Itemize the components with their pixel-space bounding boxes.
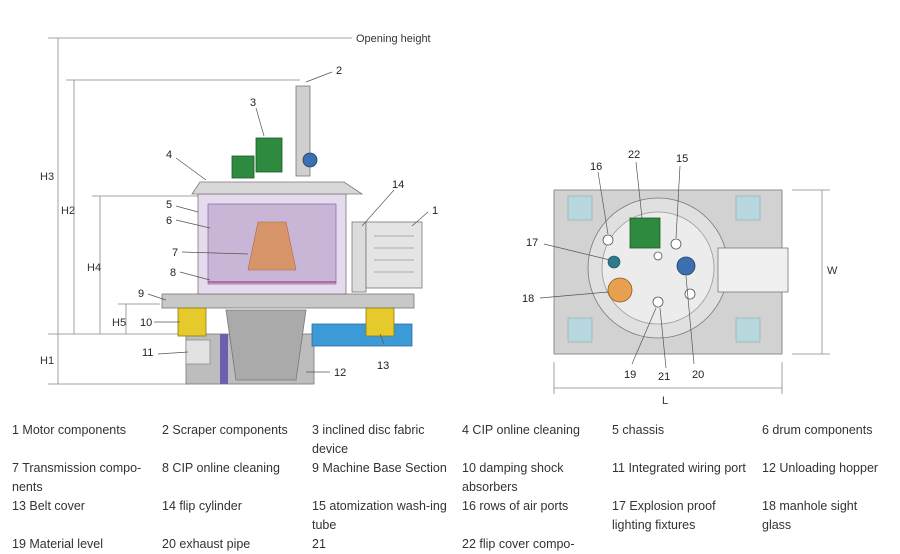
callout-5: 5: [166, 199, 172, 211]
legend-item: 2 Scraper components: [162, 423, 288, 437]
lid: [191, 181, 364, 195]
callout-3: 3: [250, 97, 256, 109]
wash-tube: [670, 238, 682, 250]
manhole-sight-glass: [607, 277, 633, 303]
legend-item: 22 flip cover compo-: [462, 537, 575, 551]
legend-item: 16 rows of air ports: [462, 499, 569, 513]
legend-item: 7 Transmission compo-nents: [12, 461, 142, 494]
dim-h2: H2: [61, 205, 75, 217]
legend-item: 6 drum components: [762, 423, 873, 437]
corner-pad: [567, 195, 593, 221]
legend-item: 18 manhole sight glass: [762, 499, 858, 532]
flip-cylinder: [351, 221, 367, 293]
legend-item: 8 CIP online cleaning: [162, 461, 280, 475]
belt-cover: [311, 323, 413, 347]
legend-item: 20 exhaust pipe: [162, 537, 251, 551]
center-port: [653, 251, 663, 261]
damper-right: [365, 307, 395, 337]
legend-item: 14 flip cylinder: [162, 499, 242, 513]
callout-17: 17: [526, 237, 538, 249]
callout-8: 8: [170, 267, 176, 279]
length-label: L: [662, 395, 668, 407]
legend-item: 17 Explosion proof lighting fixtures: [612, 499, 716, 532]
side-strip: [220, 334, 228, 384]
legend: 1 Motor components 2 Scraper components …: [12, 421, 897, 554]
air-port: [684, 288, 696, 300]
callout-20: 20: [692, 369, 704, 381]
callout-13: 13: [377, 360, 389, 372]
legend-item: 21: [312, 537, 326, 551]
centrifuge-diagram: Opening height H3 H2 H4 H5 H1: [40, 33, 838, 407]
legend-item: 10 damping shock absorbers: [462, 461, 564, 494]
side-motor: [231, 155, 255, 179]
material-level: [652, 296, 664, 308]
legend-item: 5 chassis: [612, 423, 665, 437]
legend-item: 11 Integrated wiring port: [612, 461, 746, 475]
dim-h5: H5: [112, 317, 126, 329]
corner-pad: [735, 195, 761, 221]
corner-pad: [735, 317, 761, 343]
legend-item: 19 Material level: [12, 537, 104, 551]
machine-base: [161, 293, 415, 309]
side-view: Opening height H3 H2 H4 H5 H1: [40, 33, 438, 385]
width-label: W: [827, 265, 838, 277]
legend-item: 3 inclined disc fabric device: [312, 423, 425, 456]
callout-15: 15: [676, 153, 688, 165]
callout-4: 4: [166, 149, 172, 161]
air-port: [602, 234, 614, 246]
damper-left: [177, 307, 207, 337]
dim-h1: H1: [40, 355, 54, 367]
legend-item: 4 CIP online cleaning: [462, 423, 580, 437]
wiring-port: [185, 339, 211, 365]
callout-14: 14: [392, 179, 404, 191]
callout-10: 10: [140, 317, 152, 329]
legend-item: 9 Machine Base Section: [312, 461, 447, 475]
legend-item: 15 atomization wash-ing tube: [312, 499, 447, 532]
corner-pad: [567, 317, 593, 343]
legend-item: 13 Belt cover: [12, 499, 85, 513]
legend-item: 12 Unloading hopper: [762, 461, 879, 475]
callout-7: 7: [172, 247, 178, 259]
top-motor: [255, 137, 283, 173]
lid-motor: [629, 217, 661, 249]
motor-box: [365, 221, 423, 289]
dim-h3: H3: [40, 171, 54, 183]
legend-item: 1 Motor components: [12, 423, 126, 437]
callout-9: 9: [138, 288, 144, 300]
callout-22: 22: [628, 149, 640, 161]
callout-16: 16: [590, 161, 602, 173]
callout-21: 21: [658, 371, 670, 383]
scraper-gear: [302, 152, 318, 168]
top-view: W L 15 16 17 18 19 20 21 22: [522, 149, 838, 407]
callout-1: 1: [432, 205, 438, 217]
exhaust-pipe: [676, 256, 696, 276]
callout-12: 12: [334, 367, 346, 379]
opening-height-label: Opening height: [356, 33, 431, 45]
motor-side: [717, 247, 789, 293]
callout-18: 18: [522, 293, 534, 305]
callout-11: 11: [142, 347, 153, 359]
callout-2: 2: [336, 65, 342, 77]
callout-6: 6: [166, 215, 172, 227]
unloading-hopper: [225, 309, 307, 381]
explosion-proof-light: [607, 255, 621, 269]
callout-19: 19: [624, 369, 636, 381]
transmission: [247, 221, 297, 271]
dim-h4: H4: [87, 262, 101, 274]
